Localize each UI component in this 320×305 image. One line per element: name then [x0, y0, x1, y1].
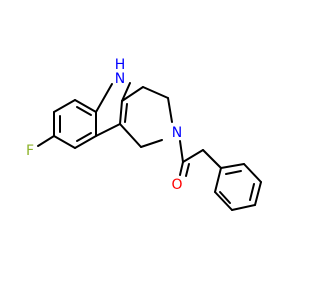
c-f-bond	[37, 135, 55, 147]
piperidine-ring	[119, 86, 173, 148]
molecule-structure: N H N O F	[26, 57, 262, 211]
pyrrole-ring	[95, 82, 131, 137]
atom-label-n-amide: N	[172, 125, 182, 141]
benzo-ring	[53, 99, 97, 149]
phenylacetyl-chain	[179, 140, 222, 177]
atom-label-nh: N	[115, 71, 125, 87]
atom-label-o-carbonyl: O	[171, 177, 182, 193]
phenyl-ring	[214, 163, 262, 211]
structure-canvas: N H N O F	[26, 57, 262, 211]
atom-label-nh-h: H	[115, 57, 126, 73]
atom-label-f: F	[26, 143, 34, 159]
